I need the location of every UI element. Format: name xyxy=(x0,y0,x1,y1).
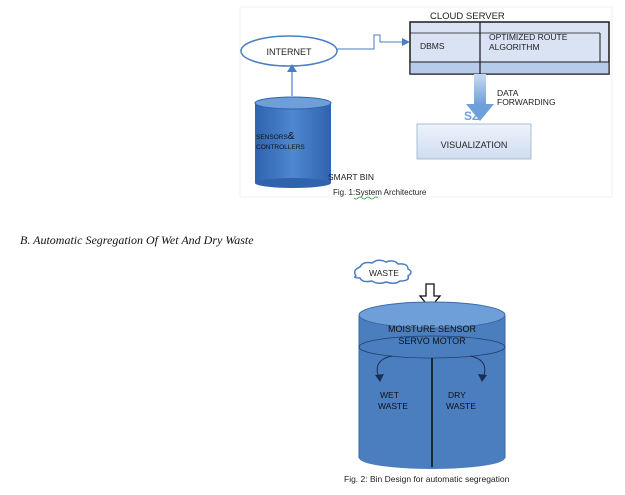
dry-waste-line1: DRY xyxy=(448,390,466,400)
wet-waste-line1: WET xyxy=(380,390,399,400)
waste-label: WASTE xyxy=(369,268,399,278)
data-forwarding-line2: FORWARDING xyxy=(497,97,556,107)
figure-1-border xyxy=(239,6,613,198)
dry-waste-line2: WASTE xyxy=(446,401,476,411)
connector-arrowhead xyxy=(402,38,410,46)
wet-waste-line2: WASTE xyxy=(378,401,408,411)
segregation-bin xyxy=(358,301,506,469)
data-forwarding-line1: DATA xyxy=(497,88,519,98)
data-forwarding-arrow xyxy=(466,74,494,121)
figure-2-bin-design: WASTE MOISTURE SENSOR SERVO MOTOR WET WA… xyxy=(344,259,510,484)
visualization-label: VISUALIZATION xyxy=(441,140,508,150)
moisture-sensor-label: MOISTURE SENSOR xyxy=(388,324,477,334)
internet-to-cloud-connector xyxy=(337,34,402,50)
cloud-server-box xyxy=(409,21,610,75)
figure-2-caption: Fig. 2: Bin Design for automatic segrega… xyxy=(344,474,510,484)
waste-cloud xyxy=(353,259,412,285)
figure-1-caption: Fig. 1:System Architecture xyxy=(333,188,427,197)
controllers-label: CONTROLLERS xyxy=(256,144,305,151)
section-heading: B. Automatic Segregation Of Wet And Dry … xyxy=(20,233,254,247)
visualization-box xyxy=(416,123,532,160)
internet-ellipse xyxy=(240,35,338,67)
route-label-line1: OPTIMIZED ROUTE xyxy=(489,32,568,42)
smart-bin-cylinder xyxy=(254,96,332,188)
up-arrowhead xyxy=(287,64,297,72)
smart-bin-label: SMART BIN xyxy=(328,172,374,182)
figure-1-system-architecture: CLOUD SERVER DBMS OPTIMIZED ROUTE ALGORI… xyxy=(239,6,613,200)
caption-underline xyxy=(353,196,379,200)
sensors-label: SENSORS& xyxy=(256,131,295,142)
servo-motor-label: SERVO MOTOR xyxy=(398,336,466,346)
route-label-line2: ALGORITHM xyxy=(489,42,540,52)
dbms-label: DBMS xyxy=(420,41,445,51)
sz-label: SZ xyxy=(464,109,479,123)
internet-label: INTERNET xyxy=(267,47,313,57)
cloud-server-title: CLOUD SERVER xyxy=(430,11,505,22)
